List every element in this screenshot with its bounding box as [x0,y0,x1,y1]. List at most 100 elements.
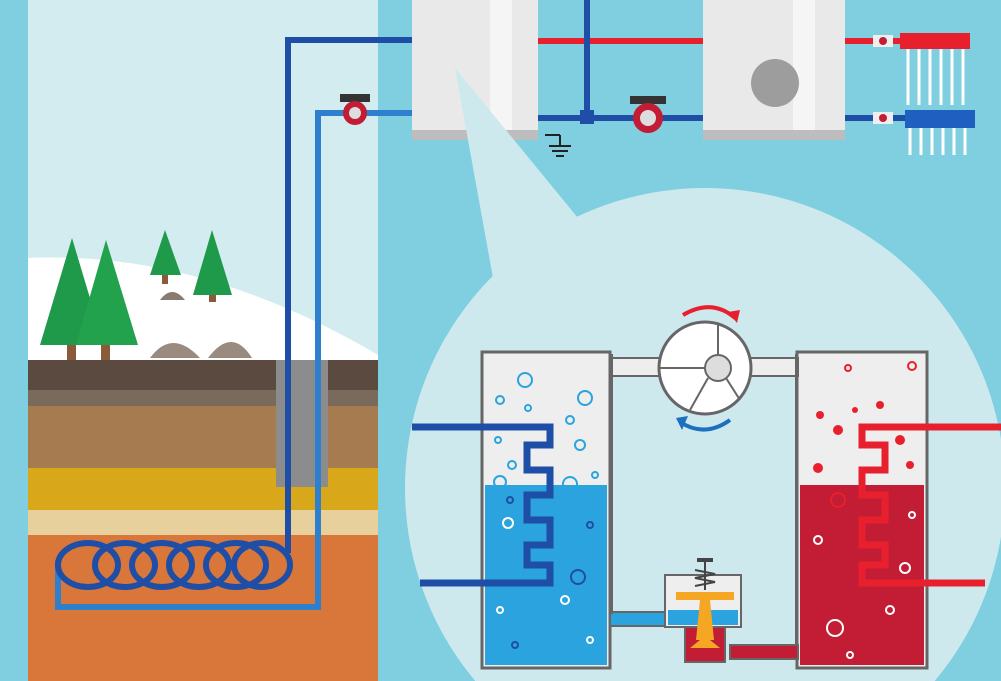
diagram-shape [203,540,269,590]
valve-icon [873,35,893,47]
diagram-shape [729,644,799,660]
diagram-shape [565,415,575,425]
diagram-shape [485,485,607,665]
diagram-shape [349,107,361,119]
hot-manifold [900,33,970,105]
diagram-shape [507,460,517,470]
diagram-shape [676,416,688,430]
diagram-shape [586,521,594,529]
diagram-shape [846,651,854,659]
landscape-panel [28,0,378,681]
diagram-shape [852,407,858,413]
diagram-shape [694,569,716,587]
diagram-shape [895,435,905,445]
diagram-shape [340,94,370,102]
rock [160,292,185,300]
diagram-shape [703,130,845,140]
diagram-shape [640,110,656,126]
diagram-shape [129,540,195,590]
diagram-shape [562,476,578,492]
diagram-shape [494,436,502,444]
diagram-shape [885,605,895,615]
diagram-shape [496,606,504,614]
diagram-shape [879,37,887,45]
diagram-shape [908,511,916,519]
diagram-shape [101,340,110,360]
condenser [795,350,1001,670]
diagram-shape [150,230,181,275]
diagram-shape [524,404,532,412]
diagram-shape [826,619,844,637]
cold-manifold [905,110,975,155]
diagram-shape [412,423,554,587]
diagram-shape [879,114,887,122]
tree-icon [193,230,232,302]
ground-icon [545,134,571,157]
tree-icon [150,230,181,284]
valve-icon [873,112,893,124]
soil-layer [28,510,378,535]
tree-icon [76,240,138,360]
diagram-shape [209,290,216,302]
diagram-shape [285,37,412,553]
diagram-shape [906,49,965,105]
diagram-shape [690,636,720,648]
compressor-icon [657,305,753,432]
diagram-shape [455,68,578,278]
diagram-shape [502,517,514,529]
diagram-shape [833,425,843,435]
diagram-shape [92,540,158,590]
diagram-shape [609,357,661,377]
evaporator [412,350,612,670]
refrigerant-tubes [609,354,799,660]
ground-coil [55,540,293,590]
diagram-shape [577,390,593,406]
diagram-shape [747,357,799,377]
diagram-shape [876,401,884,409]
diagram-shape [906,461,914,469]
diagram-shape [490,0,512,130]
diagram-shape [560,595,570,605]
diagram-shape [830,492,846,508]
diagram-shape [495,395,505,405]
diagram-shape [231,540,293,590]
diagram-shape [844,364,852,372]
diagram-shape [580,110,594,124]
diagram-shape [609,611,669,627]
diagram-shape [725,377,741,401]
diagram-shape [899,562,911,574]
diagram-shape [676,592,734,600]
diagram-shape [162,270,168,284]
diagram-shape [591,471,599,479]
rock [208,342,252,358]
diagram-shape [751,59,799,107]
diagram-shape [813,511,916,659]
circulation-pump-icon [340,94,370,125]
diagram-shape [704,354,732,382]
rock [150,343,200,358]
diagram-shape [689,377,709,411]
diagram-shape [858,423,1001,587]
diagram-shape [907,361,917,371]
diagram-shape [506,496,594,649]
diagram-shape [493,475,507,489]
diagram-shape [506,496,514,504]
expansion-valve-icon [664,558,742,663]
diagram-shape [574,439,586,451]
circulation-pump-icon [630,96,666,133]
diagram-shape [55,540,121,590]
diagram-shape [193,230,232,295]
diagram-shape [511,641,519,649]
diagram-shape [813,401,914,473]
diagram-shape [496,517,594,644]
diagram-shape [908,128,967,155]
diagram-shape [517,372,533,388]
diagram-shape [816,411,824,419]
diagram-shape [813,535,823,545]
diagram-shape [586,636,594,644]
diagram-shape [630,96,666,104]
diagram-shape [660,323,741,411]
diagram-shape [67,340,76,360]
